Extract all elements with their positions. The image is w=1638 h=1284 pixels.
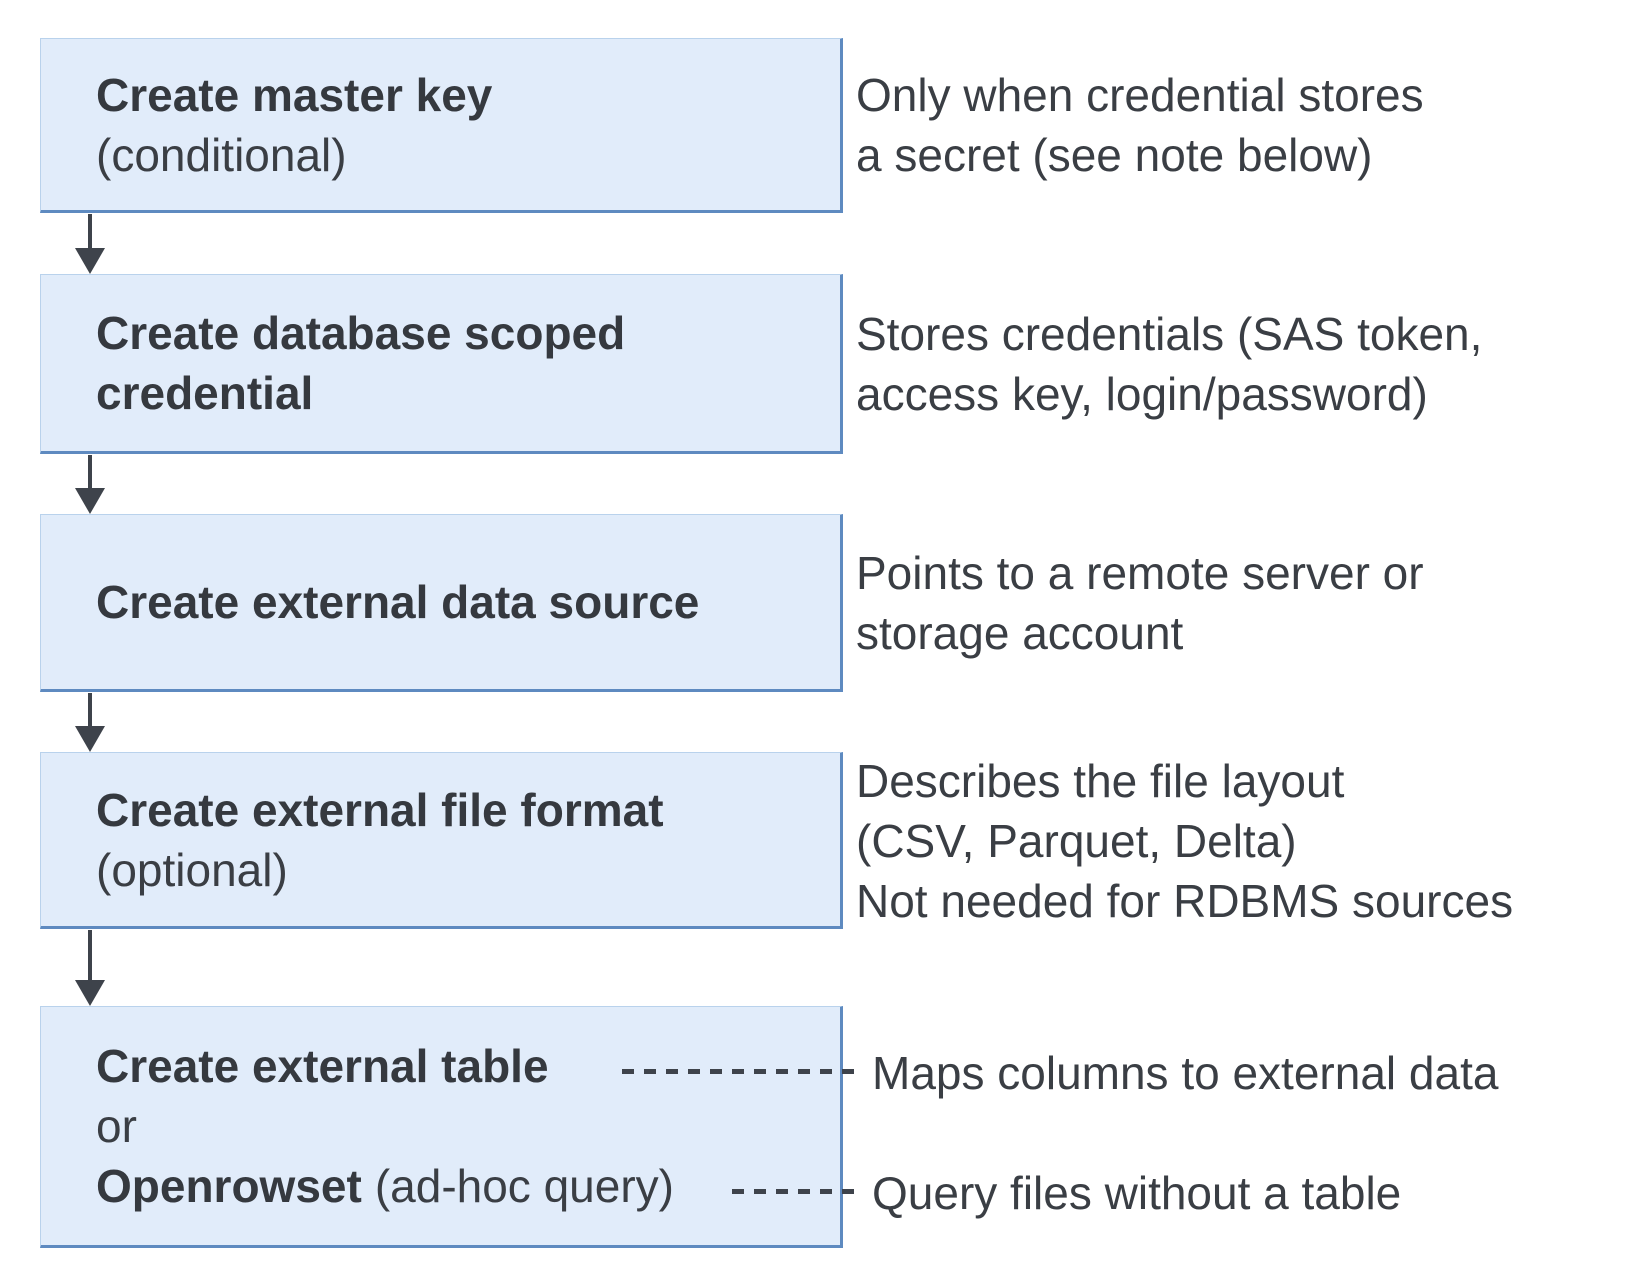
note-external-file-format: Describes the file layout (CSV, Parquet,… [856,755,1514,927]
arrow-stem [88,455,92,490]
flow-arrow-down-icon [75,693,105,752]
note-external-table: Maps columns to external data [872,1047,1499,1099]
step-title: Create database scoped credential [96,307,626,419]
arrow-head [75,726,105,752]
dashed-connector-openrowset [732,1189,864,1194]
step-title: Create master key [96,68,493,121]
step-box-external-table-or-openrowset: Create external table or Openrowset(ad-h… [40,1006,843,1248]
step-box-external-data-source: Create external data source [40,514,843,692]
step-alt-suffix: (ad-hoc query) [374,1160,674,1212]
step-subtitle: (optional) [96,843,288,896]
step-alt-line: Openrowset(ad-hoc query) [96,1156,840,1216]
step-title: Create external data source [96,576,700,628]
flow-arrow-down-icon [75,455,105,514]
arrow-head [75,488,105,514]
arrow-stem [88,930,92,982]
step-title: Create external file format [96,783,664,836]
arrow-head [75,248,105,274]
step-box-database-scoped-credential: Create database scoped credential [40,274,843,454]
dashed-connector-external-table [622,1069,862,1074]
step-subtitle: (conditional) [96,128,347,181]
arrow-stem [88,214,92,250]
flow-arrow-down-icon [75,214,105,274]
step-box-external-file-format: Create external file format (optional) [40,752,843,929]
step-connector-or: or [96,1100,137,1152]
step-box-create-master-key: Create master key (conditional) [40,38,843,213]
note-database-scoped-credential: Stores credentials (SAS token, access ke… [856,308,1483,420]
step-alt-title: Openrowset [96,1160,362,1212]
step-title: Create external table [96,1040,549,1092]
flow-arrow-down-icon [75,930,105,1006]
arrow-head [75,980,105,1006]
note-master-key: Only when credential stores a secret (se… [856,69,1424,181]
note-external-data-source: Points to a remote server or storage acc… [856,547,1424,659]
arrow-stem [88,693,92,728]
note-openrowset: Query files without a table [872,1167,1402,1219]
